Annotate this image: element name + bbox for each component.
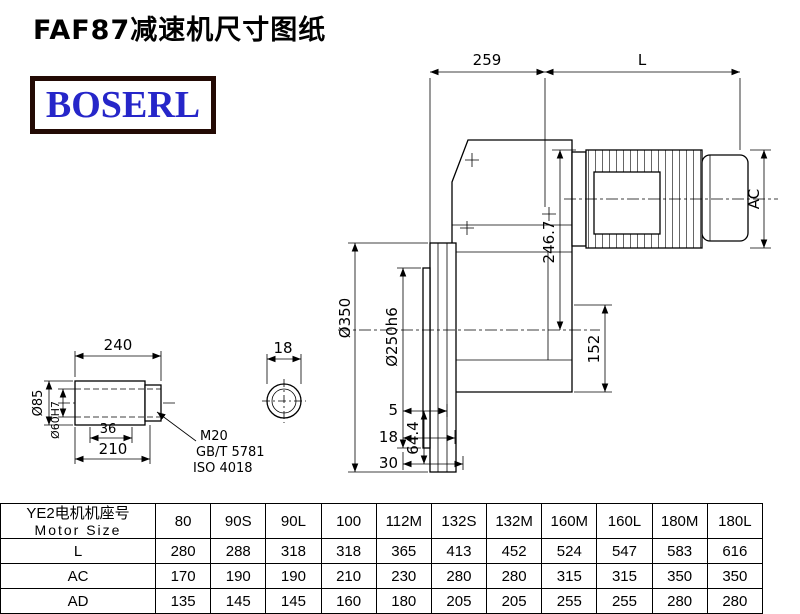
shaft-detail-view: 240 Ø85 Ø60H7 36 210 M20 GB/T 578: [31, 336, 265, 476]
dim-259-label: 259: [473, 51, 502, 69]
table-cell: 318: [265, 538, 322, 564]
col-header: 160M: [541, 503, 598, 539]
housing-outline: [451, 139, 573, 393]
table-row-AD: AD 135 145 145 160 180 205 205 255 255 2…: [0, 588, 764, 614]
table-row-AC: AC 170 190 190 210 230 280 280 315 315 3…: [0, 563, 764, 589]
dim-30-label: 30: [379, 454, 398, 472]
table-cell: 280: [486, 563, 543, 589]
page-title: FAF87减速机尺寸图纸: [33, 15, 327, 46]
col-header: 132S: [430, 503, 488, 539]
motor-fan-cover: [701, 154, 749, 242]
dim-36-label: 36: [100, 422, 117, 437]
table-header-row: YE2电机机座号 Motor Size 80 90S 90L 100 112M …: [0, 503, 764, 539]
dim-64-4-label: 64.4: [404, 421, 422, 454]
row-label: L: [0, 538, 156, 564]
dim-flange-steps: 5 18 30 64.4: [379, 401, 464, 472]
flange-plate: [429, 242, 457, 473]
dim-152: 152: [574, 304, 612, 393]
dim-246-7-label: 246.7: [540, 221, 558, 264]
brand-logo-text: BOSERL: [45, 84, 201, 126]
motor-size-label-zh: YE2电机机座号: [26, 504, 130, 522]
table-cell: 318: [320, 538, 377, 564]
table-row-L: L 280 288 318 318 365 413 452 524 547 58…: [0, 538, 764, 564]
dim-240-label: 240: [104, 336, 133, 354]
dim-210-label: 210: [99, 440, 128, 458]
dim-18-label: 18: [379, 428, 398, 446]
table-cell: 160: [320, 588, 377, 614]
table-cell: 365: [375, 538, 432, 564]
table-cell: 616: [706, 538, 764, 564]
table-cell: 547: [596, 538, 653, 564]
dim-350: Ø350: [336, 242, 428, 473]
shaft-body: [74, 380, 146, 426]
dim-350-label: Ø350: [336, 298, 354, 338]
table-cell: 315: [541, 563, 598, 589]
brand-logo: BOSERL: [30, 76, 216, 134]
table-cell: 145: [265, 588, 322, 614]
col-header: 132M: [486, 503, 543, 539]
output-flange: [422, 242, 457, 473]
table-cell: 452: [486, 538, 543, 564]
col-header: 90L: [265, 503, 322, 539]
table-cell: 135: [154, 588, 212, 614]
table-cell: 350: [706, 563, 764, 589]
col-header: 112M: [375, 503, 432, 539]
motor-stator-hatch: [593, 171, 661, 235]
table-cell: 145: [210, 588, 267, 614]
size-table: YE2电机机座号 Motor Size 80 90S 90L 100 112M …: [0, 503, 764, 614]
table-cell: 180: [375, 588, 432, 614]
row-label: AC: [0, 563, 156, 589]
table-cell: 288: [210, 538, 267, 564]
table-cell: 583: [651, 538, 708, 564]
dim-60h7-label: Ø60H7: [49, 401, 62, 439]
dim-5-label: 5: [388, 401, 398, 419]
col-header: 80: [154, 503, 212, 539]
gearbox-housing: [451, 139, 573, 393]
table-cell: 170: [154, 563, 212, 589]
table-cell: 205: [486, 588, 543, 614]
col-header: 100: [320, 503, 377, 539]
table-cell: 210: [320, 563, 377, 589]
table-cell: 315: [596, 563, 653, 589]
thread-spec-label: M20: [200, 429, 228, 444]
dim-85-label: Ø85: [31, 390, 46, 417]
standard-gb-label: GB/T 5781: [196, 445, 265, 460]
table-cell: 190: [210, 563, 267, 589]
motor-size-header-cell: YE2电机机座号 Motor Size: [0, 503, 156, 539]
table-cell: 280: [154, 538, 212, 564]
shaft-end-washer: [144, 384, 162, 422]
dim-ac: AC: [745, 149, 771, 249]
table-cell: 280: [430, 563, 488, 589]
bolt-markers: [460, 153, 556, 235]
dim-18-section-label: 18: [273, 339, 292, 357]
table-cell: 350: [651, 563, 708, 589]
dim-246-7: 246.7: [540, 149, 576, 330]
col-header: 160L: [596, 503, 653, 539]
dim-152-label: 152: [585, 335, 603, 364]
table-cell: 255: [541, 588, 598, 614]
dimension-drawing: 259 L AC Ø350 Ø250h6 246.7: [31, 51, 778, 476]
table-cell: 190: [265, 563, 322, 589]
dim-L-label: L: [638, 51, 647, 69]
dim-259-L: 259 L: [429, 51, 741, 243]
table-cell: 280: [651, 588, 708, 614]
col-header: 90S: [210, 503, 267, 539]
table-cell: 524: [541, 538, 598, 564]
dim-ac-label: AC: [745, 189, 763, 209]
col-header: 180L: [706, 503, 764, 539]
dim-250h6: Ø250h6: [383, 267, 421, 449]
motor-size-label-en: Motor Size: [34, 521, 122, 538]
col-header: 180M: [651, 503, 708, 539]
dim-250h6-label: Ø250h6: [383, 307, 401, 367]
table-cell: 255: [596, 588, 653, 614]
table-cell: 413: [430, 538, 488, 564]
table-cell: 280: [706, 588, 764, 614]
row-label: AD: [0, 588, 156, 614]
centerlines: [338, 198, 778, 331]
table-cell: 205: [430, 588, 488, 614]
table-cell: 230: [375, 563, 432, 589]
shaft-section-view: 18: [262, 339, 306, 423]
standard-iso-label: ISO 4018: [193, 461, 253, 476]
